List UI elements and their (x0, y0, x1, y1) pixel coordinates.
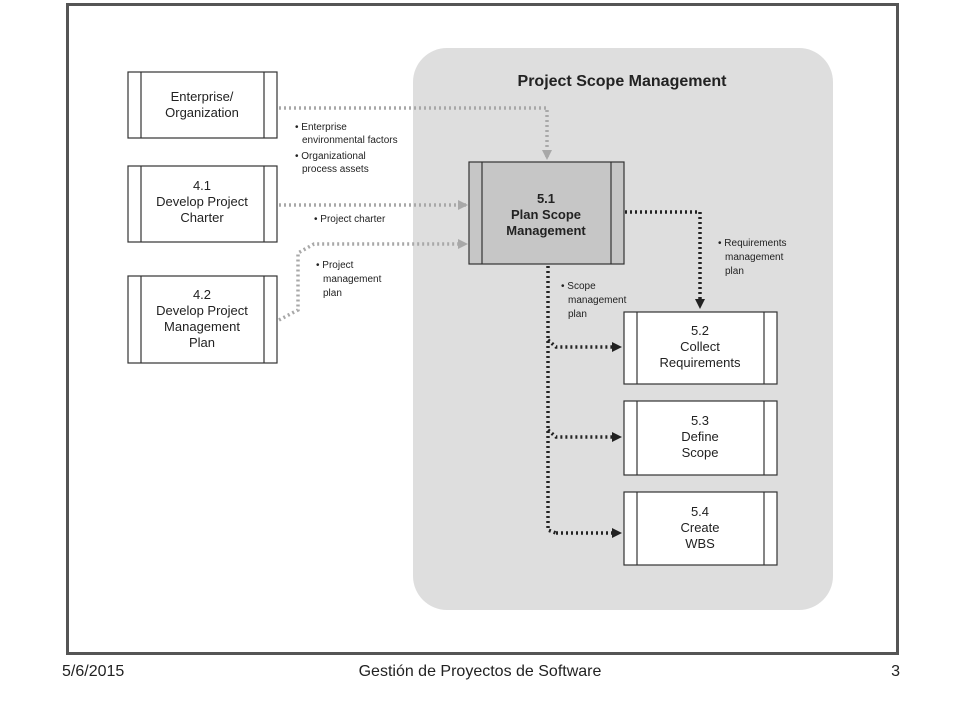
collect-requirements-box: 5.2 Collect Requirements (623, 311, 778, 385)
footer-page-number: 3 (891, 663, 900, 680)
box-4-1-number: 4.1 (193, 178, 211, 193)
note-req-line2: management (725, 252, 784, 263)
create-wbs-box: 5.4 Create WBS (623, 491, 778, 566)
enterprise-label-line2: Organization (165, 105, 239, 120)
box-4-1-line1: Develop Project (156, 194, 248, 209)
footer-date: 5/6/2015 (62, 663, 125, 680)
arrow-trunk-to-5-3 (546, 428, 622, 442)
box-5-3-number: 5.3 (691, 413, 709, 428)
enterprise-organization-box: Enterprise/ Organization (127, 71, 278, 139)
note-scope-management-plan: • Scope management plan (561, 281, 627, 320)
note-req-line3: plan (725, 266, 744, 277)
arrow-5-1-to-5-2-requirements (625, 210, 705, 309)
note-pmplan-line1: • Project (316, 260, 354, 271)
note-enterprise-line2: environmental factors (302, 135, 398, 146)
box-5-2-line2: Requirements (660, 355, 741, 370)
note-enterprise-inputs: • Enterprise environmental factors • Org… (295, 122, 398, 175)
box-5-3-line2: Scope (682, 445, 719, 460)
note-scope-line1: • Scope (561, 281, 596, 292)
box-4-2-line1: Develop Project (156, 303, 248, 318)
note-project-management-plan: • Project management plan (316, 260, 382, 299)
note-enterprise-line1: • Enterprise (295, 122, 347, 133)
box-5-1-number: 5.1 (537, 191, 555, 206)
note-enterprise-line4: process assets (302, 164, 369, 175)
note-charter-line1: • Project charter (314, 214, 386, 225)
box-4-1-line2: Charter (180, 210, 224, 225)
box-5-4-number: 5.4 (691, 504, 709, 519)
note-pmplan-line3: plan (323, 288, 342, 299)
box-4-2-line3: Plan (189, 335, 215, 350)
box-5-2-number: 5.2 (691, 323, 709, 338)
develop-project-management-plan-box: 4.2 Develop Project Management Plan (127, 275, 278, 364)
box-4-2-number: 4.2 (193, 287, 211, 302)
define-scope-box: 5.3 Define Scope (623, 400, 778, 476)
footer-title: Gestión de Proyectos de Software (358, 663, 602, 680)
note-scope-line3: plan (568, 309, 587, 320)
box-5-1-line1: Plan Scope (511, 207, 581, 222)
arrow-enterprise-to-5-1 (279, 106, 552, 160)
note-pmplan-line2: management (323, 274, 382, 285)
note-scope-line2: management (568, 295, 627, 306)
arrow-trunk-to-5-2 (546, 338, 622, 352)
note-enterprise-line3: • Organizational (295, 151, 366, 162)
box-5-3-line1: Define (681, 429, 719, 444)
note-requirements-management-plan: • Requirements management plan (718, 238, 787, 277)
box-5-4-line2: WBS (685, 536, 715, 551)
box-4-2-line2: Management (164, 319, 240, 334)
enterprise-label-line1: Enterprise/ (171, 89, 234, 104)
develop-project-charter-box: 4.1 Develop Project Charter (127, 165, 278, 243)
plan-scope-management-box: 5.1 Plan Scope Management (468, 161, 625, 265)
box-5-4-line1: Create (680, 520, 719, 535)
box-5-1-line2: Management (506, 223, 586, 238)
note-project-charter: • Project charter (314, 214, 386, 225)
panel-title: Project Scope Management (518, 73, 728, 90)
note-req-line1: • Requirements (718, 238, 787, 249)
box-5-2-line1: Collect (680, 339, 720, 354)
